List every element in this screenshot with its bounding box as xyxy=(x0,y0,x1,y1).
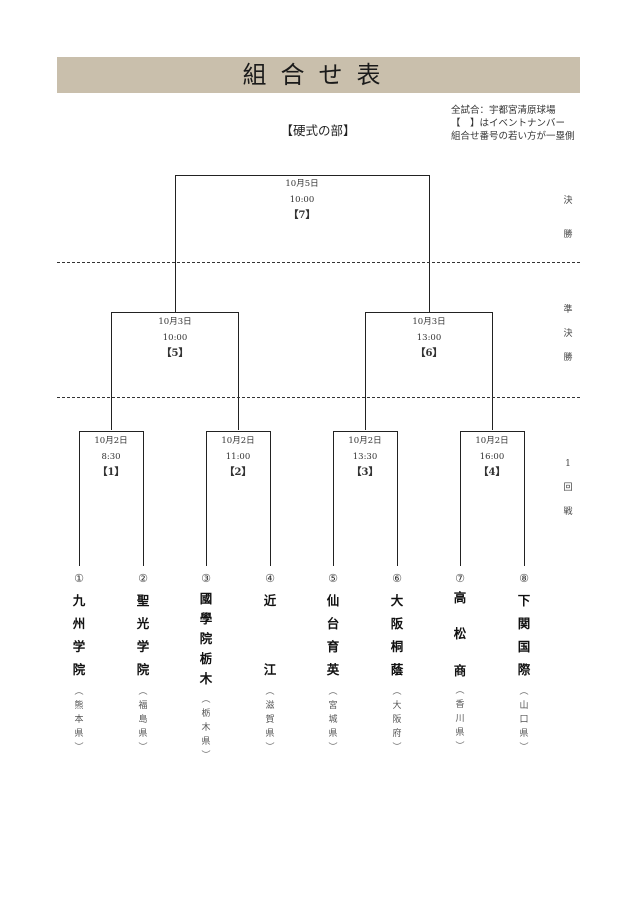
match-event-number: 【7】 xyxy=(288,210,316,221)
division-label: 【硬式の部】 xyxy=(280,123,356,138)
title-bar: 組合せ表 xyxy=(57,57,580,93)
team-name: 下関国際 xyxy=(517,593,531,677)
match-5-info: 10月3日 10:00 【5】 xyxy=(135,314,215,362)
team-seed-number: ③ xyxy=(201,572,211,585)
match-4-info: 10月2日 16:00 【4】 xyxy=(452,433,532,481)
team-prefecture: ︵滋賀県︶ xyxy=(265,687,275,753)
match-2-info: 10月2日 11:00 【2】 xyxy=(198,433,278,481)
match-event-number: 【4】 xyxy=(478,467,506,478)
team-3: ③ 國學院栃木 ︵栃木県︶ xyxy=(196,572,216,763)
round-label-semifinal: 準 決 勝 xyxy=(563,305,573,363)
team-4: ④ 近江 ︵滋賀県︶ xyxy=(260,572,280,755)
match-date: 10月3日 xyxy=(158,317,192,327)
team-7: ⑦ 高松商 ︵香川県︶ xyxy=(450,572,470,754)
note-event-number: 【 】はイベントナンバー xyxy=(451,118,566,129)
team-prefecture: ︵大阪府︶ xyxy=(392,687,402,753)
match-date: 10月2日 xyxy=(94,436,128,446)
team-5: ⑤ 仙台育英 ︵宮城県︶ xyxy=(323,572,343,755)
team-seed-number: ② xyxy=(138,572,148,585)
match-event-number: 【5】 xyxy=(161,348,189,359)
team-2: ② 聖光学院 ︵福島県︶ xyxy=(133,572,153,755)
match-date: 10月2日 xyxy=(221,436,255,446)
match-event-number: 【1】 xyxy=(97,467,125,478)
match-time: 10:00 xyxy=(162,333,188,343)
match-date: 10月2日 xyxy=(475,436,509,446)
bracket-line-r1-2 xyxy=(206,431,271,566)
round-label-final: 決 勝 xyxy=(563,196,573,240)
match-event-number: 【2】 xyxy=(224,467,252,478)
match-time: 13:30 xyxy=(352,452,378,462)
match-date: 10月2日 xyxy=(348,436,382,446)
match-event-number: 【6】 xyxy=(415,348,443,359)
team-prefecture: ︵栃木県︶ xyxy=(201,695,211,761)
team-name: 九州学院 xyxy=(72,593,86,677)
bracket-line-r1-1 xyxy=(79,431,144,566)
team-name: 近江 xyxy=(263,593,277,677)
note-first-base-side: 組合せ番号の若い方が一塁側 xyxy=(451,131,575,142)
team-name: 國學院栃木 xyxy=(199,591,213,686)
team-name: 聖光学院 xyxy=(136,593,150,677)
round-label-first-round: 1 回 戦 xyxy=(563,459,573,517)
match-7-info: 10月5日 10:00 【7】 xyxy=(262,176,342,224)
team-name: 高松商 xyxy=(453,590,467,678)
bracket-line-r1-3 xyxy=(333,431,398,566)
match-time: 16:00 xyxy=(479,452,505,462)
match-time: 10:00 xyxy=(289,195,315,205)
match-time: 13:00 xyxy=(416,333,442,343)
team-prefecture: ︵熊本県︶ xyxy=(74,687,84,753)
match-time: 8:30 xyxy=(101,452,121,462)
match-3-info: 10月2日 13:30 【3】 xyxy=(325,433,405,481)
team-prefecture: ︵香川県︶ xyxy=(455,686,465,753)
notes: 全試合：宇都宮清原球場 【 】はイベントナンバー 組合せ番号の若い方が一塁側 xyxy=(451,104,575,143)
team-prefecture: ︵宮城県︶ xyxy=(328,687,338,753)
match-6-info: 10月3日 13:00 【6】 xyxy=(389,314,469,362)
team-prefecture: ︵福島県︶ xyxy=(138,687,148,753)
bracket-line-final xyxy=(175,175,430,262)
team-name: 大阪桐蔭 xyxy=(390,593,404,677)
match-event-number: 【3】 xyxy=(351,467,379,478)
match-date: 10月5日 xyxy=(285,179,319,189)
bracket-line-r1-4 xyxy=(460,431,525,566)
team-seed-number: ④ xyxy=(265,572,275,585)
team-seed-number: ⑤ xyxy=(328,572,338,585)
match-1-info: 10月2日 8:30 【1】 xyxy=(71,433,151,481)
team-1: ① 九州学院 ︵熊本県︶ xyxy=(69,572,89,755)
team-8: ⑧ 下関国際 ︵山口県︶ xyxy=(514,572,534,755)
team-seed-number: ⑥ xyxy=(392,572,402,585)
team-seed-number: ⑧ xyxy=(519,572,529,585)
match-time: 11:00 xyxy=(225,452,251,462)
note-venue: 全試合：宇都宮清原球場 xyxy=(451,105,556,116)
team-seed-number: ① xyxy=(74,572,84,585)
team-prefecture: ︵山口県︶ xyxy=(519,687,529,753)
team-6: ⑥ 大阪桐蔭 ︵大阪府︶ xyxy=(387,572,407,755)
team-seed-number: ⑦ xyxy=(455,572,465,585)
page-title: 組合せ表 xyxy=(242,61,395,89)
match-date: 10月3日 xyxy=(412,317,446,327)
team-name: 仙台育英 xyxy=(326,593,340,677)
